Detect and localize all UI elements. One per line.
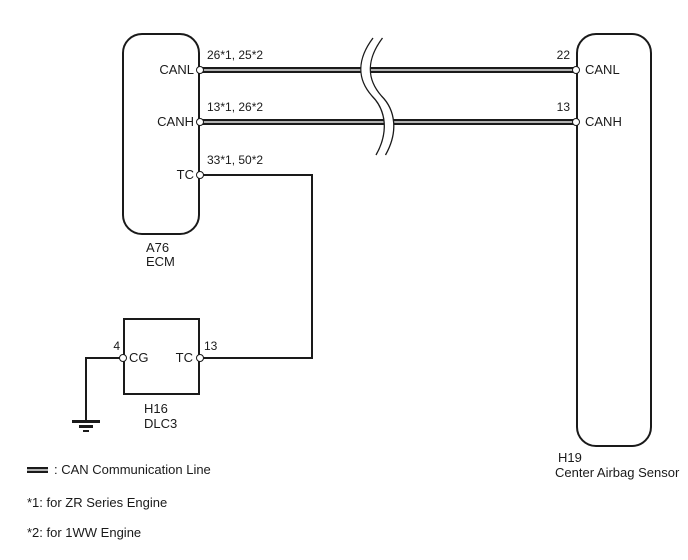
tc-wire-horizontal-bottom: [202, 357, 313, 359]
ecm-canh-pin: [196, 118, 204, 126]
airbag-sensor-canl-terminal-number: 22: [556, 48, 570, 62]
airbag-sensor-canh-pin: [572, 118, 580, 126]
ecm-canl-terminal-number: 26*1, 25*2: [207, 48, 264, 62]
dlc3-tc-pin: [196, 354, 204, 362]
footnote-2: *2: for 1WW Engine: [27, 525, 142, 540]
ecm-tc-pin: [196, 171, 204, 179]
airbag-sensor-connector-id: H19: [558, 450, 582, 465]
legend-can-line-sample: [27, 467, 48, 473]
dlc3-cg-pin: [119, 354, 127, 362]
legend-can-line-label: : CAN Communication Line: [54, 462, 211, 477]
dlc3-cg-terminal-number: 4: [113, 339, 120, 353]
ecm-canh-terminal-number: 13*1, 26*2: [207, 100, 264, 114]
canl-wire: [202, 67, 574, 73]
wire-break-icon: [360, 37, 395, 156]
dlc3-name: DLC3: [144, 416, 178, 431]
ground-wire-vertical: [85, 357, 87, 421]
dlc3-cg-label: CG: [129, 350, 149, 365]
dlc3-connector-id: H16: [144, 401, 168, 416]
ecm-canl-pin: [196, 66, 204, 74]
airbag-sensor-canl-pin: [572, 66, 580, 74]
dlc3-tc-terminal-number: 13: [204, 339, 218, 353]
ecm-name: ECM: [146, 254, 175, 269]
ecm-block: [122, 33, 200, 235]
center-airbag-sensor-block: [576, 33, 652, 447]
airbag-sensor-canh-terminal-number: 13: [556, 100, 570, 114]
airbag-sensor-canl-label: CANL: [585, 62, 620, 77]
dlc3-tc-label: TC: [175, 350, 193, 365]
cg-wire-horizontal: [86, 357, 123, 359]
ecm-connector-id: A76: [146, 240, 170, 255]
tc-wire-vertical: [311, 174, 313, 359]
tc-wire-horizontal-top: [202, 174, 313, 176]
ecm-tc-terminal-number: 33*1, 50*2: [207, 153, 264, 167]
footnote-1: *1: for ZR Series Engine: [27, 495, 168, 510]
airbag-sensor-canh-label: CANH: [585, 114, 622, 129]
ecm-canl-label: CANL: [159, 62, 194, 77]
ecm-canh-label: CANH: [157, 114, 194, 129]
ecm-tc-label: TC: [176, 167, 194, 182]
airbag-sensor-name: Center Airbag Sensor: [555, 465, 680, 480]
